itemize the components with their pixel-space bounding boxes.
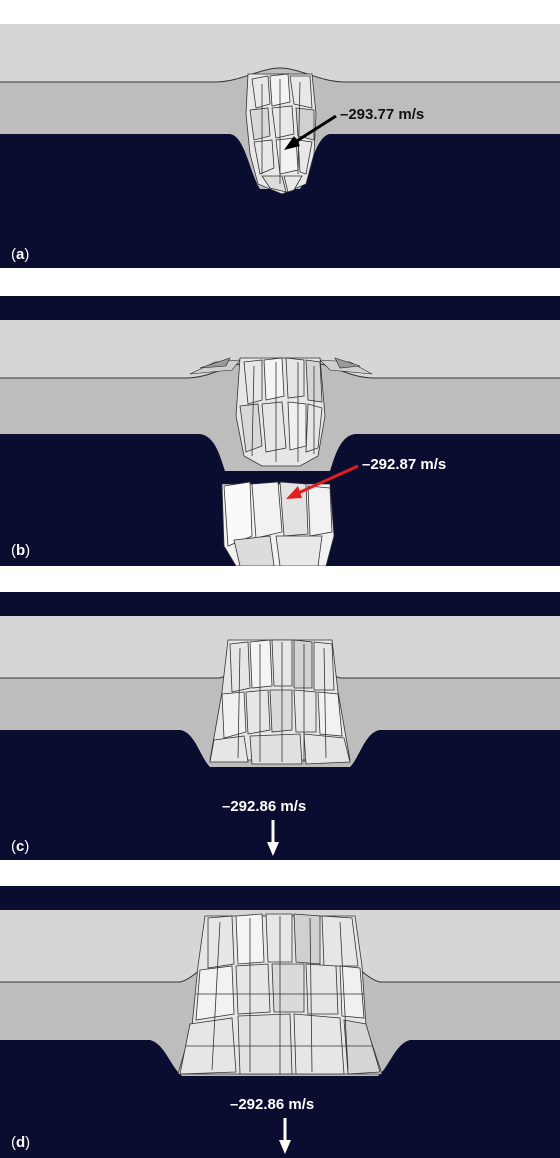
panel-label-a: (a) [11,246,30,263]
panel-d-simulation-image [0,886,560,1158]
panel-c: –292.86 m/s (c) [0,592,560,860]
fragment-column-d [177,913,383,1075]
panel-label-c: (c) [11,838,30,855]
panel-a-simulation-image [0,24,560,268]
fragment-column-b-lower [221,481,335,566]
panel-label-d: (d) [11,1134,31,1151]
velocity-label-a: –293.77 m/s [340,106,425,123]
panel-b-simulation-image [0,296,560,566]
fragment-column-c [209,639,351,765]
panel-d: –292.86 m/s (d) [0,886,560,1158]
panel-b: –292.87 m/s (b) [0,296,560,566]
panel-a: –293.77 m/s (a) [0,24,560,268]
panel-c-simulation-image [0,592,560,860]
velocity-label-c: –292.86 m/s [222,798,307,815]
fragment-column-a [245,73,317,195]
fragment-column-b-upper [235,357,326,467]
velocity-label-b: –292.87 m/s [362,456,447,473]
velocity-label-d: –292.86 m/s [230,1096,315,1113]
panel-label-b: (b) [11,542,31,559]
